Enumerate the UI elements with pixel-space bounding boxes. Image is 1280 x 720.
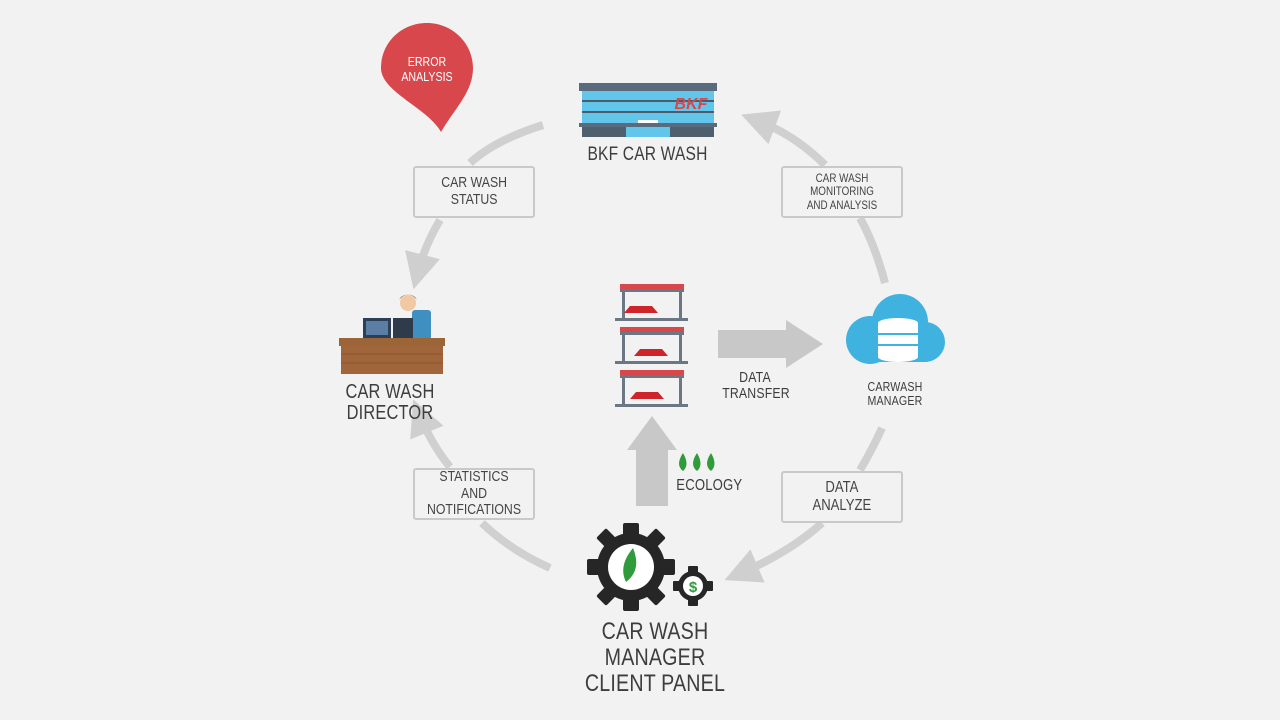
cycle-arrows: [405, 110, 889, 583]
arc-analyze-to-panel: [724, 520, 825, 583]
status-box: CAR WASH STATUS: [413, 166, 535, 218]
analyze-label: DATA ANALYZE: [812, 479, 872, 514]
status-label: CAR WASH STATUS: [441, 174, 507, 208]
leaves-icon: [679, 453, 715, 471]
arc-cloud-to-analyze: [856, 426, 886, 473]
arc-carwash-to-status: [467, 121, 545, 166]
statistics-label: STATISTICS AND NOTIFICATIONS: [426, 467, 522, 519]
svg-text:$: $: [689, 579, 698, 596]
director-at-desk-icon: [339, 294, 445, 374]
monitoring-label: CAR WASH MONITORING AND ANALYSIS: [806, 170, 878, 212]
data-transfer-arrow: [718, 320, 823, 368]
arc-status-to-director: [405, 217, 444, 290]
gear-leaf-icon: [587, 523, 675, 611]
data-transfer-label: DATA TRANSFER: [722, 369, 790, 402]
cloud-manager-title: CARWASH MANAGER: [867, 379, 923, 408]
arc-panel-to-statistics: [479, 520, 552, 572]
client-panel-title: CAR WASH MANAGER CLIENT PANEL: [584, 618, 726, 697]
arc-statistics-to-director: [410, 399, 454, 470]
monitoring-box: CAR WASH MONITORING AND ANALYSIS: [781, 166, 903, 218]
arc-cloud-to-monitoring: [856, 216, 889, 285]
error-analysis-label: ERROR ANALYSIS: [401, 54, 453, 84]
arc-monitoring-to-carwash: [741, 110, 828, 168]
car-wash-title: BKF CAR WASH: [587, 144, 708, 165]
director-title: CAR WASH DIRECTOR: [345, 381, 435, 424]
ecology-label: ECOLOGY: [676, 477, 743, 494]
bkf-logo: BKF: [675, 96, 709, 113]
analyze-box: DATA ANALYZE: [781, 471, 903, 523]
ecology-arrow: [627, 416, 677, 506]
wash-bays-icon: [615, 284, 688, 407]
statistics-box: STATISTICS AND NOTIFICATIONS: [413, 468, 535, 520]
cloud-database-icon: [846, 294, 945, 364]
error-analysis-pin: [381, 23, 473, 132]
car-wash-building-icon: [579, 83, 717, 137]
gear-dollar-icon: $: [673, 566, 713, 606]
